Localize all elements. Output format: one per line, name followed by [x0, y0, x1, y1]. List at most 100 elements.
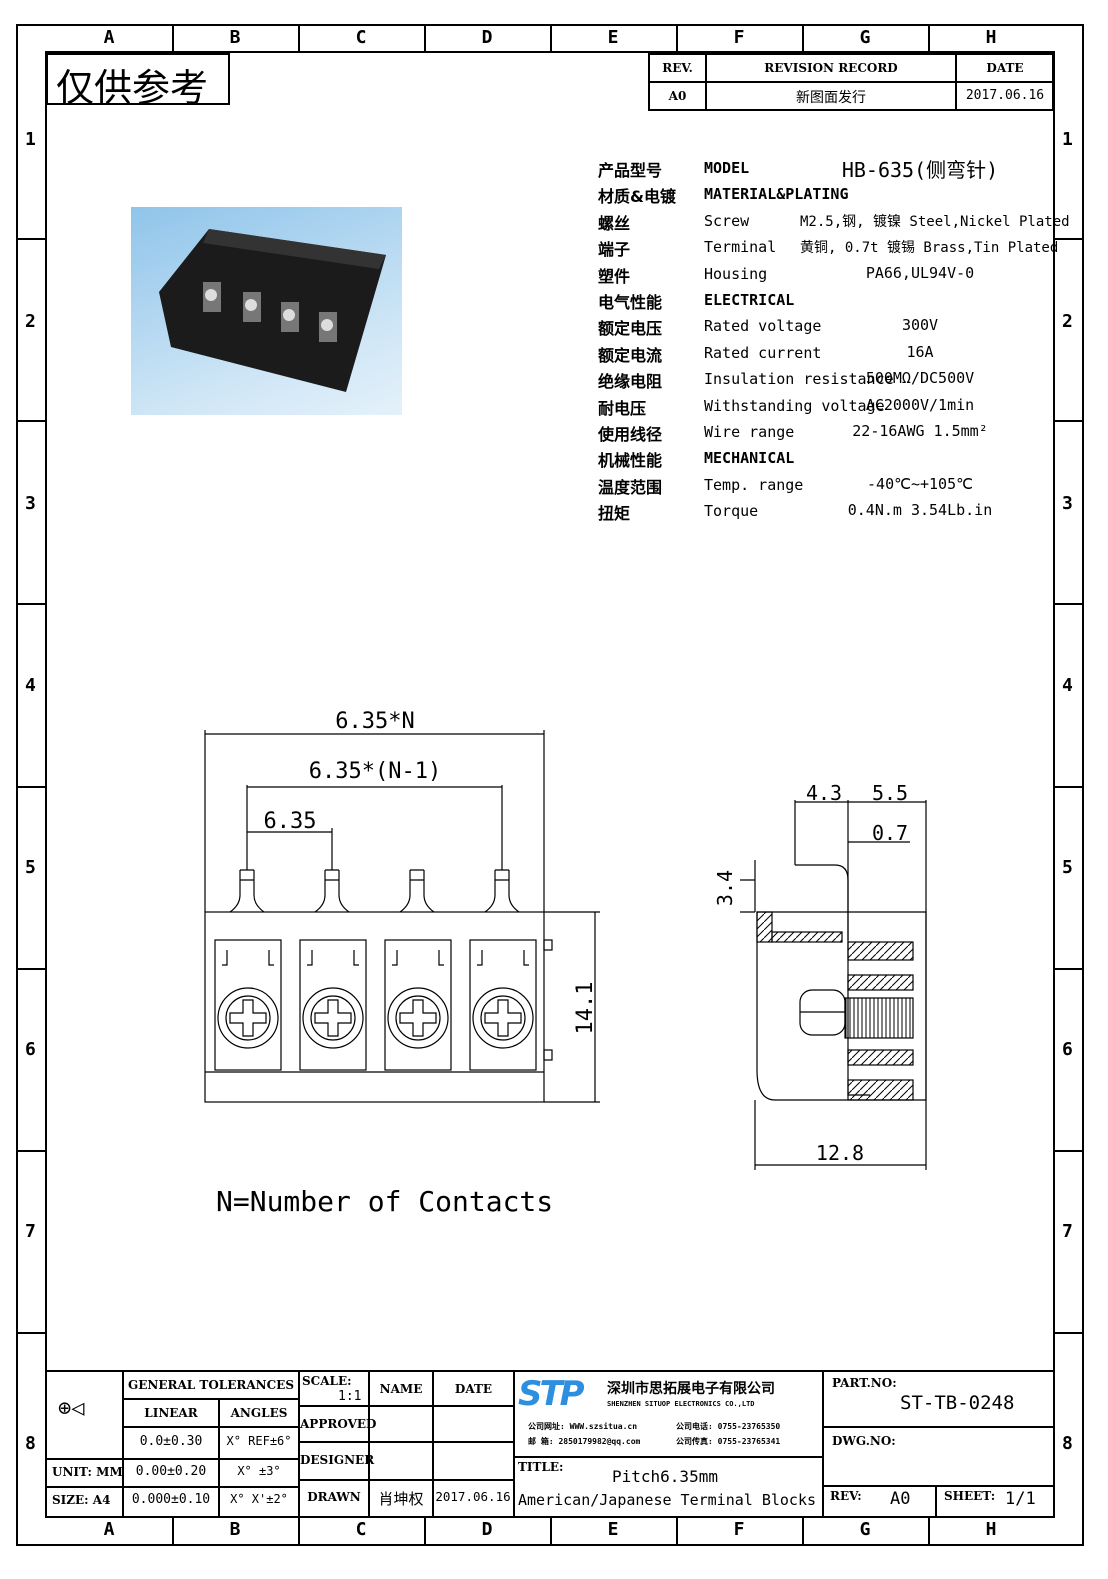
row-label: 6: [1062, 1039, 1073, 1060]
row-label: 5: [1062, 857, 1073, 878]
company-logo: STP: [518, 1374, 585, 1414]
company-phone: 公司电话: 0755-23765350: [676, 1422, 781, 1431]
spec-label-en: Rated voltage: [704, 317, 822, 336]
sheet-label: SHEET:: [944, 1489, 996, 1503]
column-label: G: [859, 27, 871, 48]
designer-label: DESIGNER: [300, 1453, 375, 1467]
spec-label-en: Housing: [704, 264, 768, 283]
revision-date: 2017.06.16: [965, 88, 1045, 103]
spec-label-cn: 材质&电镀: [598, 187, 676, 207]
column-label: F: [733, 27, 745, 48]
company-fax: 公司传真: 0755-23765341: [676, 1437, 781, 1446]
column-label: B: [229, 1519, 241, 1540]
dim-4-3: 4.3: [806, 781, 842, 805]
spec-label-cn: 额定电流: [598, 345, 663, 365]
title-line-2: American/Japanese Terminal Blocks: [518, 1491, 817, 1509]
linear-label: LINEAR: [144, 1406, 198, 1420]
spec-label-cn: 螺丝: [598, 213, 631, 233]
rev-label: REV.: [662, 61, 693, 75]
dim-12-8: 12.8: [816, 1141, 864, 1165]
angle-tol-3: X° X'±2°: [230, 1492, 288, 1506]
column-label: G: [859, 1519, 871, 1540]
dim-pitch: 6.35: [264, 809, 317, 834]
spec-label-cn: 产品型号: [598, 161, 663, 180]
dim-3-4: 3.4: [713, 870, 737, 906]
rev-value: A0: [668, 89, 687, 103]
column-label: D: [481, 1519, 493, 1540]
spec-label-en: Temp. range: [704, 475, 804, 494]
company-name-cn: 深圳市思拓展电子有限公司: [607, 1381, 775, 1397]
side-view-drawing: 4.3 5.5 0.7 3.4 12.8: [713, 781, 927, 1170]
front-view-drawing: 6.35*N 6.35*(N-1) 6.35 14.1: [204, 709, 600, 1103]
angles-label: ANGLES: [230, 1406, 288, 1420]
part-number: ST-TB-0248: [900, 1392, 1015, 1414]
spec-label-cn: 端子: [598, 240, 631, 260]
linear-tol-3: 0.000±0.10: [131, 1492, 211, 1507]
column-label: H: [985, 27, 997, 48]
spec-label-cn: 使用线径: [598, 425, 663, 444]
revision-record-label: REVISION RECORD: [764, 61, 898, 75]
size-label: SIZE: A4: [52, 1493, 111, 1507]
dim-span: 6.35*(N-1): [309, 759, 441, 784]
spec-value: 黄铜, 0.7t 镀锡 Brass,Tin Plated: [800, 240, 1059, 257]
linear-tol-1: 0.0±0.30: [139, 1434, 203, 1449]
title-label: TITLE:: [518, 1460, 564, 1474]
part-no-label: PART.NO:: [832, 1376, 897, 1390]
rev-footer-value: A0: [890, 1489, 911, 1509]
spec-value: HB-635(侧弯针): [841, 158, 999, 182]
column-label: H: [985, 1519, 997, 1540]
title-line-1: Pitch6.35mm: [612, 1467, 718, 1486]
scale-label: SCALE:: [302, 1374, 352, 1388]
column-label: C: [355, 1519, 367, 1540]
sheet-value: 1/1: [1005, 1489, 1036, 1509]
spec-value: 16A: [906, 342, 934, 361]
spec-label-cn: 机械性能: [598, 451, 663, 471]
spec-label-cn: 温度范围: [598, 477, 663, 497]
product-photo: [131, 207, 402, 415]
dim-5-5: 5.5: [872, 781, 908, 805]
general-tolerances-label: GENERAL TOLERANCES: [128, 1378, 294, 1392]
spec-value: AC2000V/1min: [865, 395, 975, 414]
dwg-no-label: DWG.NO:: [832, 1434, 896, 1448]
spec-label-en: MECHANICAL: [704, 449, 795, 468]
spec-value: 300V: [901, 316, 939, 335]
spec-label-cn: 额定电压: [598, 319, 663, 339]
dim-height: 14.1: [573, 982, 598, 1035]
spec-label-en: Rated current: [704, 343, 822, 362]
spec-label-en: MATERIAL&PLATING: [704, 185, 849, 204]
name-label: NAME: [379, 1382, 423, 1396]
date-label: DATE: [986, 61, 1024, 75]
column-label: B: [229, 27, 241, 48]
spec-label-en: Torque: [704, 502, 759, 521]
column-label: F: [733, 1519, 745, 1540]
row-label: 2: [25, 311, 36, 332]
column-label: A: [103, 1519, 115, 1540]
row-label: 2: [1062, 311, 1073, 332]
column-label: E: [607, 1519, 619, 1540]
spec-label-en: Insulation resistance: [704, 370, 894, 389]
column-label: E: [607, 27, 619, 48]
column-label: A: [103, 27, 115, 48]
spec-label-en: Wire range: [704, 423, 795, 441]
row-label: 5: [25, 857, 36, 878]
spec-label-en: ELECTRICAL: [704, 291, 795, 309]
drawn-by: 肖坤权: [378, 1490, 424, 1508]
row-label: 7: [1062, 1221, 1073, 1242]
dim-total-width: 6.35*N: [335, 709, 414, 734]
scale-value: 1:1: [338, 1389, 362, 1404]
spec-label-cn: 塑件: [598, 266, 631, 286]
drawn-label: DRAWN: [307, 1490, 361, 1504]
spec-label-cn: 电气性能: [598, 293, 663, 312]
revision-record: 新图面发行: [796, 90, 866, 106]
drawn-date: 2017.06.16: [435, 1489, 511, 1504]
column-label: C: [355, 27, 367, 48]
row-label: 8: [1062, 1433, 1073, 1454]
row-label: 1: [25, 129, 36, 150]
column-label: D: [481, 27, 493, 48]
spec-label-cn: 绝缘电阻: [598, 372, 663, 392]
spec-label-en: Screw: [704, 211, 750, 230]
contacts-note: N=Number of Contacts: [216, 1185, 554, 1218]
angle-tol-2: X° ±3°: [237, 1464, 281, 1478]
linear-tol-2: 0.00±0.20: [135, 1464, 207, 1479]
row-label: 4: [1062, 675, 1073, 696]
